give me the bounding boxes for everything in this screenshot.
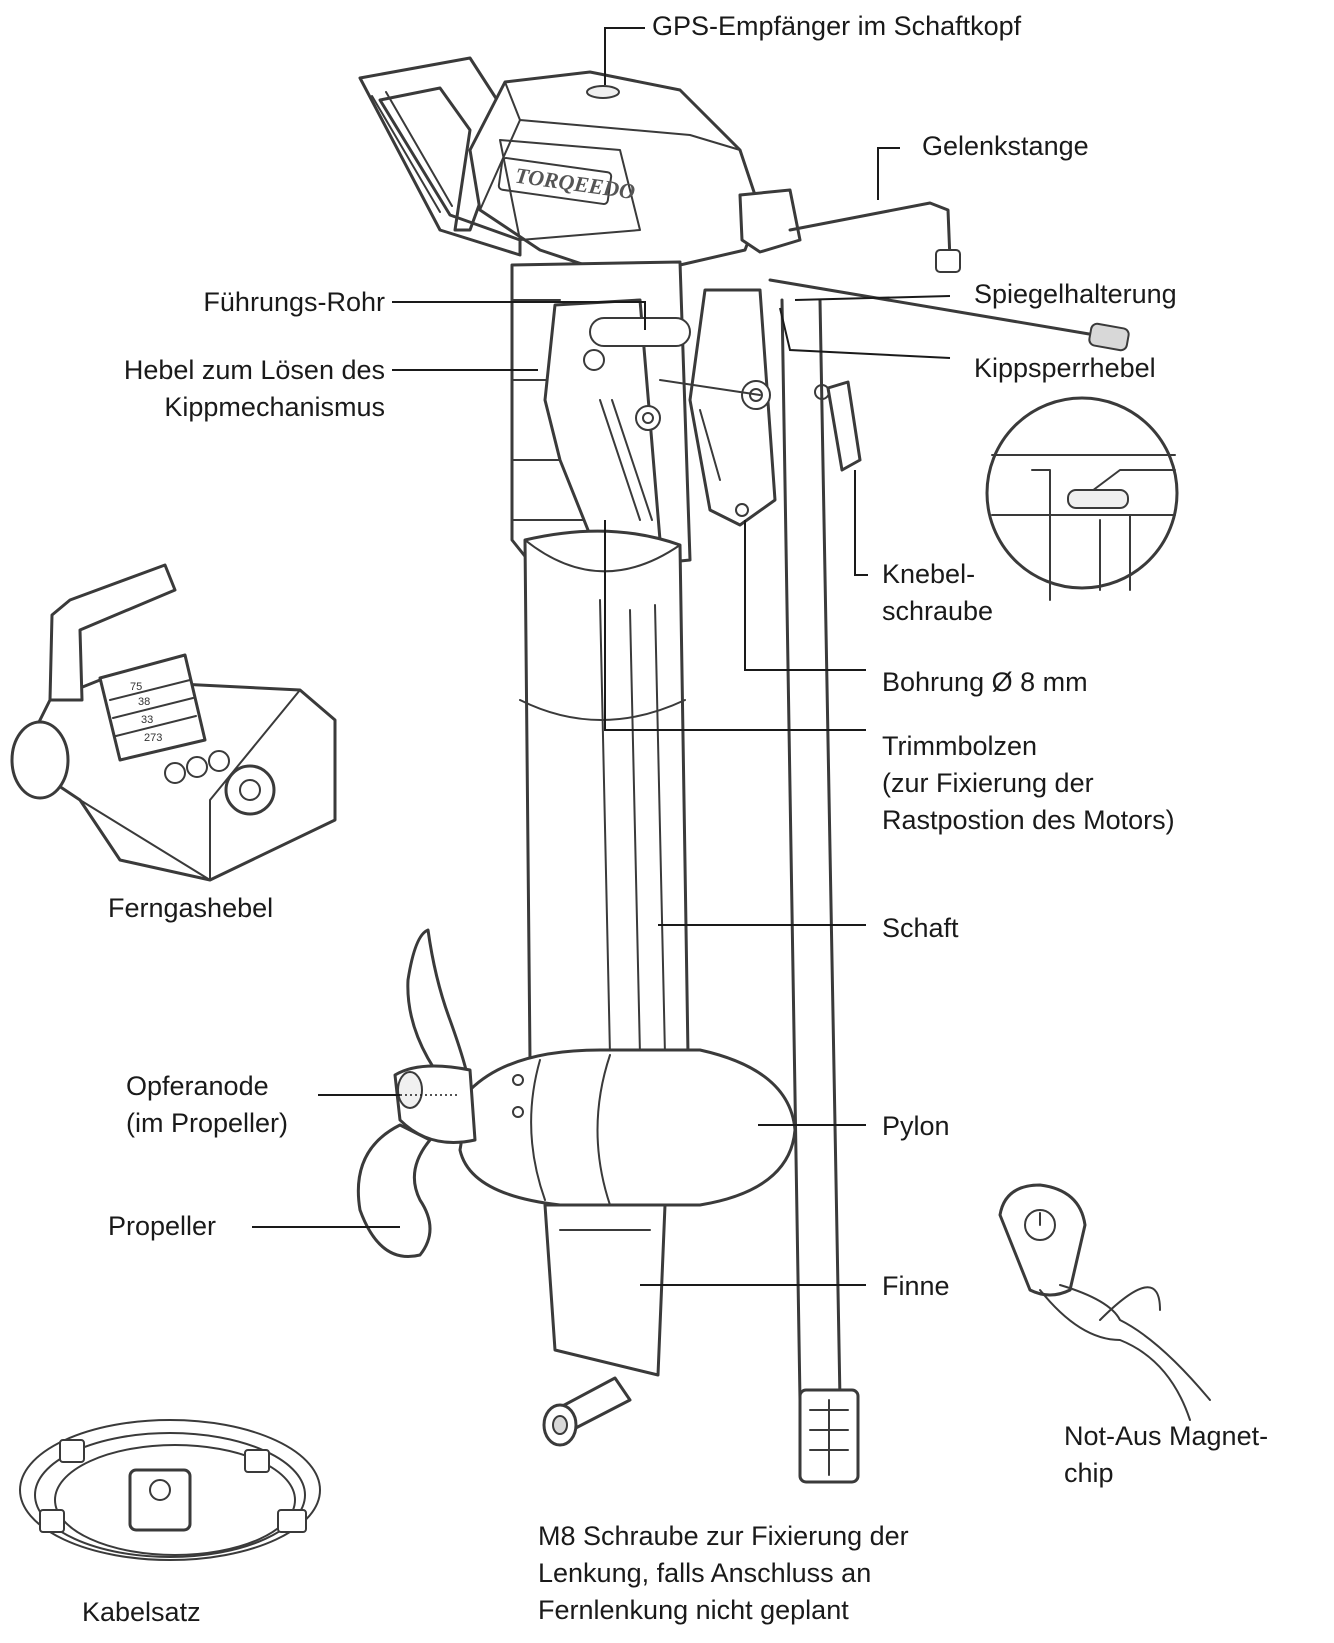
knebelschraube-clamp	[826, 380, 862, 472]
bracket-rail	[780, 298, 842, 1402]
label-spiegelhalterung: Spiegelhalterung	[974, 279, 1177, 309]
label-hebel: Hebel zum Lösen des Kippmechanismus	[123, 355, 385, 422]
label-bohrung: Bohrung Ø 8 mm	[882, 667, 1088, 697]
label-opferanode: Opferanode (im Propeller)	[126, 1071, 289, 1138]
m8-screw-illustration	[542, 1376, 632, 1447]
propeller-blade-upper	[406, 928, 472, 1102]
throttle-power-button	[224, 764, 276, 816]
label-kabelsatz: Kabelsatz	[82, 1597, 201, 1627]
kippsperrhebel-detail	[985, 396, 1179, 601]
outboard-motor-illustration: TORQEEDO	[356, 56, 1179, 1484]
label-kippsperrhebel: Kippsperrhebel	[974, 353, 1156, 383]
label-knebelschraube: Knebel- schraube	[882, 559, 994, 626]
label-pylon: Pylon	[882, 1111, 950, 1141]
label-finne: Finne	[882, 1271, 950, 1301]
opferanode-ring	[397, 1071, 423, 1109]
label-propeller: Propeller	[108, 1211, 217, 1241]
throttle-readout-1: 75	[130, 681, 142, 693]
throttle-lever	[48, 563, 177, 702]
throttle-readout-3: 33	[141, 714, 153, 726]
throttle-readout-2: 38	[138, 696, 150, 708]
label-gps: GPS-Empfänger im Schaftkopf	[652, 11, 1022, 41]
label-gelenkstange: Gelenkstange	[922, 131, 1089, 161]
label-trimmbolzen: Trimmbolzen (zur Fixierung der Rastposti…	[882, 731, 1175, 835]
ferngashebel-illustration	[10, 563, 337, 882]
gps-dome	[586, 85, 620, 99]
kabelsatz-illustration	[19, 1419, 321, 1561]
pylon-pod	[458, 1048, 797, 1207]
bracket-right-plate	[688, 288, 777, 527]
notaus-chip-illustration	[998, 1183, 1211, 1421]
label-notaus: Not-Aus Magnet- chip	[1064, 1421, 1269, 1488]
label-fuehrungsrohr: Führungs-Rohr	[203, 287, 385, 317]
label-schaft: Schaft	[882, 913, 959, 943]
finne-fin	[543, 1203, 667, 1377]
gelenkstange-rod	[788, 201, 952, 262]
label-ferngashebel: Ferngashebel	[108, 893, 274, 923]
label-m8: M8 Schraube zur Fixierung der Lenkung, f…	[538, 1521, 909, 1625]
fuehrungsrohr-tube	[589, 317, 691, 347]
throttle-readout-4: 273	[144, 732, 162, 744]
propeller-blade-lower	[356, 1123, 432, 1258]
leader-lines	[252, 27, 951, 1286]
